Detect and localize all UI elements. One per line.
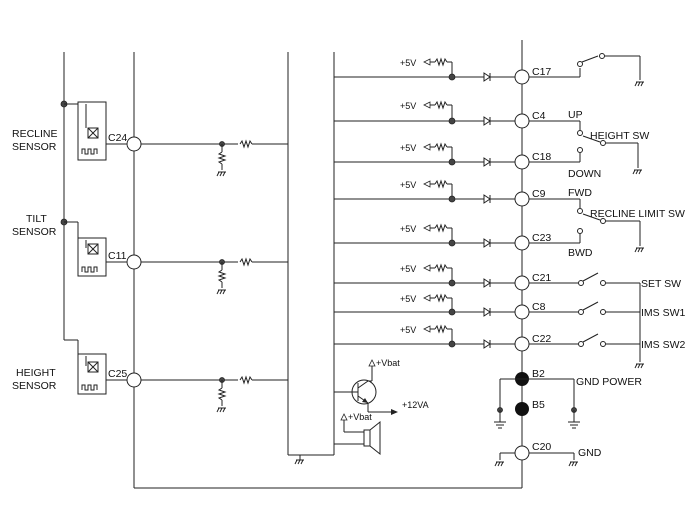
connector-c25-label: C25 xyxy=(108,368,127,380)
set-sw-label: SET SW xyxy=(641,278,681,290)
recline-limit-sw-label: RECLINE LIMIT SW xyxy=(590,208,685,220)
pin-c22-label: C22 xyxy=(532,333,551,345)
connector-c17 xyxy=(514,69,530,85)
recline-sensor-label-2: SENSOR xyxy=(12,141,57,153)
b2-label: B2 xyxy=(532,368,545,380)
height-sensor-label-1: HEIGHT xyxy=(16,367,56,379)
connector-c9 xyxy=(514,191,530,207)
tilt-sensor: TILT SENSOR C11 xyxy=(12,213,142,277)
pin-row-c21: +5V C21 xyxy=(334,264,551,291)
vbat-label-2: +Vbat xyxy=(348,412,372,422)
gnd-label: GND xyxy=(578,447,602,459)
pin-row-c4: +5V C4 xyxy=(334,101,546,129)
power-section: B2 B5 GND POWER C20 GND xyxy=(334,358,642,467)
transistor: +Vbat +12VA xyxy=(334,358,429,415)
connector-c8 xyxy=(514,304,530,320)
supply-label: +5V xyxy=(400,294,416,304)
pin-row-c22: +5V C22 xyxy=(334,325,551,352)
connector-c18 xyxy=(514,154,530,170)
connector-c11-label: C11 xyxy=(108,250,127,262)
supply-label: +5V xyxy=(400,143,416,153)
tilt-sensor-label-1: TILT xyxy=(26,213,47,225)
height-sw-up-label: UP xyxy=(568,109,583,121)
pin-row-c18: +5V C18 xyxy=(334,143,551,170)
connector-c23 xyxy=(514,235,530,251)
c20-label: C20 xyxy=(532,441,551,453)
pin-c23-label: C23 xyxy=(532,232,551,244)
height-sensor: HEIGHT SENSOR C25 xyxy=(12,353,142,395)
pin-row-c17: +5V C17 xyxy=(334,58,551,85)
height-sw-down-label: DOWN xyxy=(568,168,601,180)
connector-c25 xyxy=(126,372,142,388)
height-sw-label: HEIGHT SW xyxy=(590,130,649,142)
connector-c22 xyxy=(514,336,530,352)
supply-label: +5V xyxy=(400,58,416,68)
switch-section: UP HEIGHT SW DOWN FWD RECLINE LIMIT SW B… xyxy=(529,53,685,369)
recline-sw-fwd-label: FWD xyxy=(568,187,592,199)
ims-sw1-label: IMS SW1 xyxy=(641,307,685,319)
recline-sensor: RECLINE SENSOR C24 xyxy=(12,101,142,161)
ims-sw2-label: IMS SW2 xyxy=(641,339,685,351)
pin-c8-label: C8 xyxy=(532,301,546,313)
supply-label: +5V xyxy=(400,101,416,111)
input-pins: +5V C17 +5V C4 +5V C18 +5V xyxy=(334,58,551,352)
supply-label: +5V xyxy=(400,325,416,335)
tilt-sensor-label-2: SENSOR xyxy=(12,226,57,238)
connector-c21 xyxy=(514,275,530,291)
pin-c4-label: C4 xyxy=(532,110,546,122)
recline-sw-bwd-label: BWD xyxy=(568,247,593,259)
connector-c4 xyxy=(514,113,530,129)
sensor-section: RECLINE SENSOR C24 TILT SENSOR C11 xyxy=(12,52,522,489)
v12va-label: +12VA xyxy=(402,400,429,410)
vbat-label-1: +Vbat xyxy=(376,358,400,368)
supply-label: +5V xyxy=(400,264,416,274)
pin-c17-label: C17 xyxy=(532,66,551,78)
connector-c11 xyxy=(126,254,142,270)
supply-label: +5V xyxy=(400,180,416,190)
buzzer: +Vbat xyxy=(334,412,381,456)
pin-row-c23: +5V C23 xyxy=(334,224,551,251)
connector-b5 xyxy=(515,402,529,416)
pin-c21-label: C21 xyxy=(532,272,551,284)
connector-c20 xyxy=(514,445,530,461)
height-sensor-label-2: SENSOR xyxy=(12,380,57,392)
pin-row-c8: +5V C8 xyxy=(334,294,546,320)
connector-c24-label: C24 xyxy=(108,132,127,144)
pin-row-c9: +5V C9 xyxy=(334,180,546,207)
pin-c18-label: C18 xyxy=(532,151,551,163)
pin-c9-label: C9 xyxy=(532,188,546,200)
gnd-power-label: GND POWER xyxy=(576,376,642,388)
connector-c24 xyxy=(126,136,142,152)
b5-label: B5 xyxy=(532,399,545,411)
supply-label: +5V xyxy=(400,224,416,234)
recline-sensor-label-1: RECLINE xyxy=(12,128,58,140)
